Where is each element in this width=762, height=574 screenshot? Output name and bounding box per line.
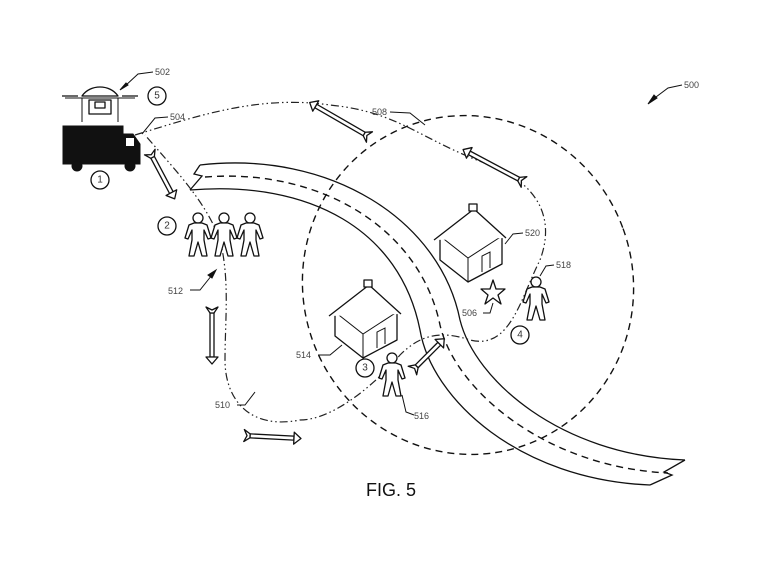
ref-510: 510 bbox=[215, 400, 230, 410]
ref-500: 500 bbox=[684, 80, 699, 90]
person-icon bbox=[236, 212, 264, 257]
house-icon-520 bbox=[433, 203, 507, 283]
ref-506: 506 bbox=[462, 308, 477, 318]
ref-512: 512 bbox=[168, 286, 183, 296]
people-group bbox=[184, 212, 264, 257]
svg-text:3: 3 bbox=[362, 363, 368, 374]
figure-caption: FIG. 5 bbox=[366, 480, 416, 500]
person-icon bbox=[210, 212, 238, 257]
coverage-area-circle bbox=[301, 114, 635, 456]
ref-518: 518 bbox=[556, 260, 571, 270]
svg-text:1: 1 bbox=[97, 175, 103, 186]
ref-520: 520 bbox=[525, 228, 540, 238]
star-icon bbox=[480, 279, 506, 305]
road bbox=[189, 162, 686, 486]
ref-514: 514 bbox=[296, 350, 311, 360]
step-2: 2 bbox=[157, 216, 177, 236]
svg-text:4: 4 bbox=[517, 330, 523, 341]
svg-text:2: 2 bbox=[164, 221, 170, 232]
ref-516: 516 bbox=[414, 411, 429, 421]
ref-508: 508 bbox=[372, 107, 387, 117]
person-icon-518 bbox=[522, 276, 550, 321]
truck-icon bbox=[62, 125, 141, 172]
step-4: 4 bbox=[510, 325, 530, 345]
step-3: 3 bbox=[355, 358, 375, 378]
ref-504: 504 bbox=[170, 112, 185, 122]
step-1: 1 bbox=[90, 170, 110, 190]
direction-arrows bbox=[143, 100, 528, 445]
flight-path bbox=[134, 101, 547, 423]
ref-502: 502 bbox=[155, 67, 170, 77]
svg-text:5: 5 bbox=[154, 91, 160, 102]
drone-icon bbox=[62, 86, 138, 122]
person-icon-516 bbox=[378, 352, 406, 397]
person-icon bbox=[184, 212, 212, 257]
leader-lines bbox=[119, 71, 683, 416]
step-5: 5 bbox=[147, 86, 167, 106]
